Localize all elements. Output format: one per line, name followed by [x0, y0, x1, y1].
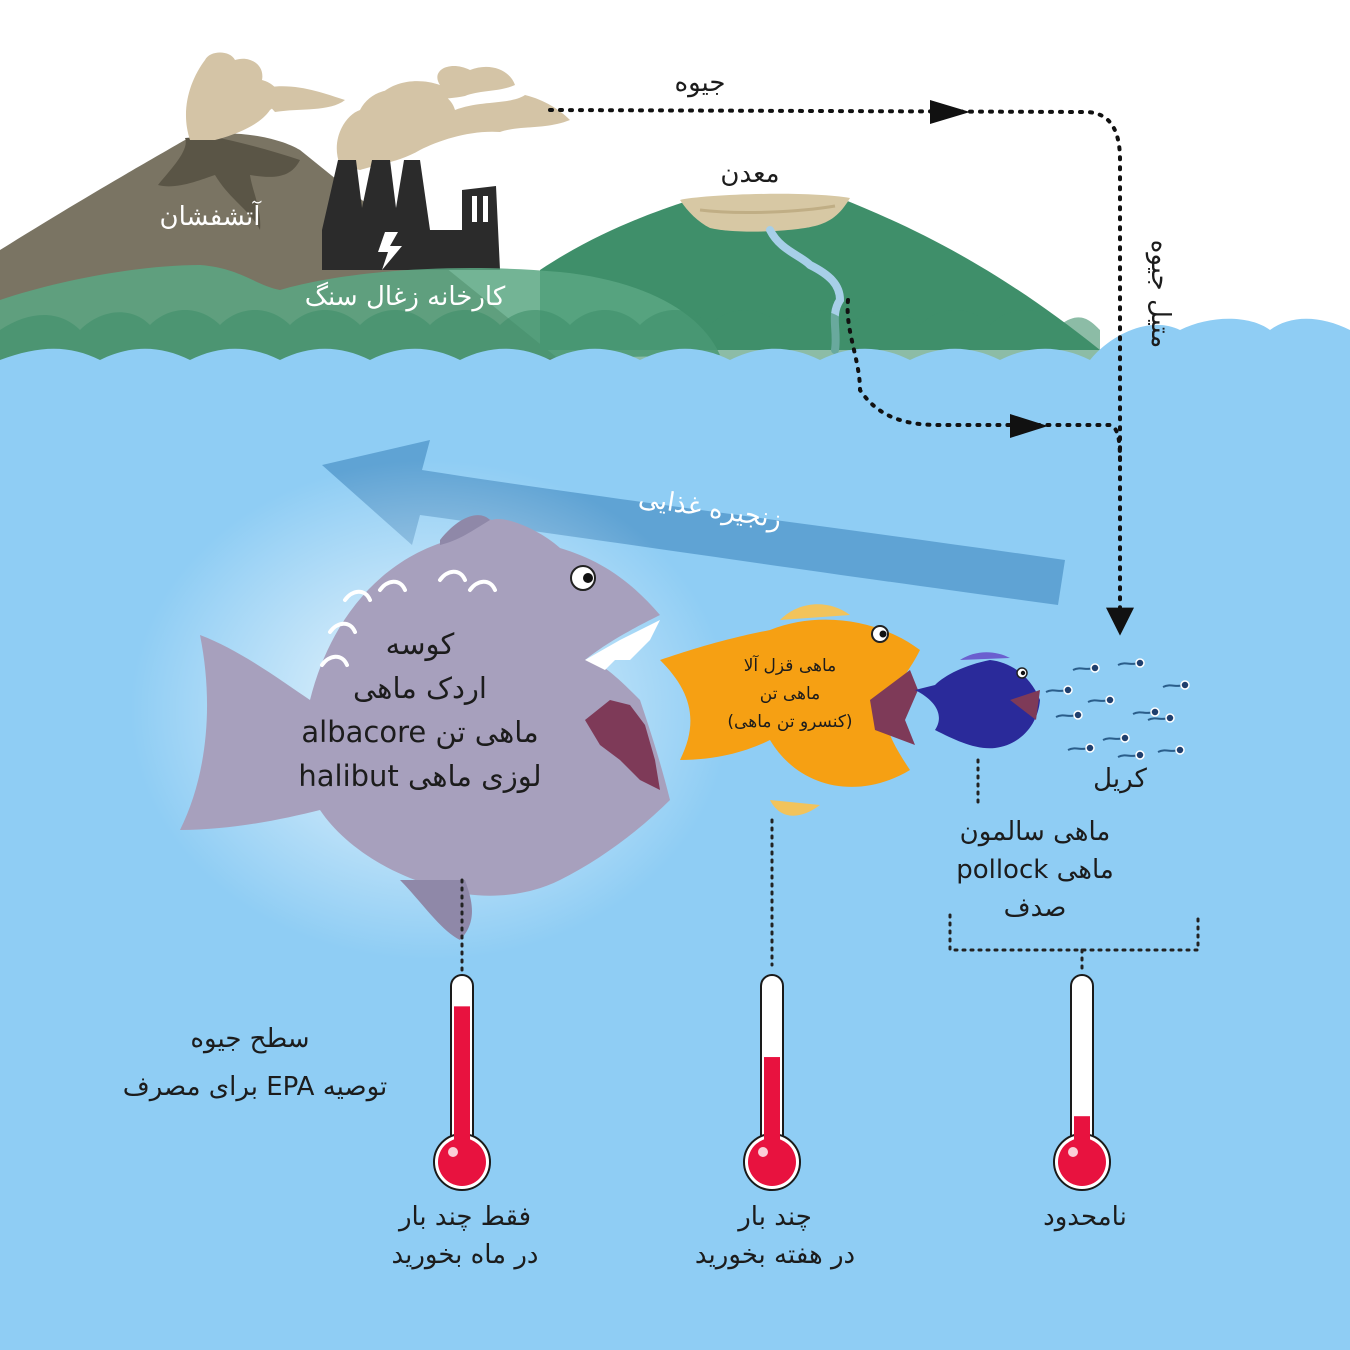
volcano-smoke	[185, 52, 345, 140]
lightning-icon	[378, 232, 402, 270]
thermometer-medium	[743, 974, 801, 1191]
mine-label: معدن	[720, 159, 780, 189]
advice-low: نامحدود	[1000, 1198, 1170, 1236]
coal-plant-label: کارخانه زغال سنگ	[304, 282, 506, 312]
species-salmon: ماهی سالمون	[959, 817, 1111, 847]
thermometer-low	[1053, 974, 1111, 1191]
big-fish	[130, 460, 730, 960]
advice-medium-line1: چند بار	[738, 1202, 812, 1232]
leader-lines	[460, 758, 1200, 972]
thermometers	[433, 974, 1111, 1191]
krill	[1147, 713, 1175, 723]
species-canned-tuna: (کنسرو تن ماهی)	[727, 712, 853, 732]
methylmercury-label: متیل جیوه	[1145, 239, 1175, 349]
factory-smoke	[336, 65, 570, 170]
mercury-label: جیوه	[674, 68, 726, 98]
krill	[1162, 680, 1190, 690]
species-albacore: ماهی تن albacore	[301, 715, 539, 749]
krill	[1067, 743, 1095, 753]
coal-factory	[322, 65, 570, 270]
atmospheric-mercury-path	[548, 108, 1134, 636]
big-fish-species-list: کوسه اردک ماهی ماهی تن albacore لوزی ماه…	[270, 622, 570, 798]
krill	[1102, 733, 1130, 743]
krill	[1117, 750, 1145, 760]
volcano-label: آتشفشان	[159, 202, 261, 232]
small-fish-species-list: ماهی سالمون ماهی pollock صدف	[925, 813, 1145, 927]
advice-medium: چند بار در هفته بخورید	[650, 1198, 900, 1274]
legend-subtitle: توصیه EPA برای مصرف	[122, 1072, 388, 1102]
advice-high: فقط چند بار در ماه بخورید	[340, 1198, 590, 1274]
krill	[1117, 658, 1145, 668]
krill-label: کریل	[1093, 764, 1147, 794]
species-clam: صدف	[1003, 893, 1067, 923]
advice-medium-line2: در هفته بخورید	[694, 1240, 856, 1270]
species-halibut: لوزی ماهی halibut	[298, 759, 542, 793]
thermometer-high	[433, 974, 491, 1191]
species-pollock: ماهی pollock	[956, 855, 1114, 885]
thermometer-fill-medium	[764, 1057, 780, 1160]
species-trout: ماهی قزل آلا	[743, 656, 837, 676]
advice-high-line2: در ماه بخورید	[391, 1240, 539, 1270]
medium-fish	[660, 604, 920, 816]
species-tuna: ماهی تن	[759, 684, 821, 704]
thermometer-fill-high	[454, 1006, 470, 1160]
krill	[1045, 685, 1073, 695]
species-shark: کوسه	[385, 627, 455, 661]
mercury-arrowhead-top	[930, 100, 970, 124]
mercury-flow-paths	[548, 108, 1134, 636]
advice-high-line1: فقط چند بار	[398, 1202, 532, 1232]
species-pike: اردک ماهی	[353, 671, 487, 705]
krill	[1055, 710, 1083, 720]
mercury-arrowhead-mid	[1010, 414, 1048, 438]
krill	[1087, 695, 1115, 705]
advice-low-line1: نامحدود	[1043, 1202, 1127, 1232]
legend-title: سطح جیوه	[190, 1024, 310, 1054]
krill	[1157, 745, 1185, 755]
medium-fish-species-list: ماهی قزل آلا ماهی تن (کنسرو تن ماهی)	[700, 652, 880, 736]
food-chain-arrow	[322, 440, 1065, 605]
krill	[1072, 663, 1100, 673]
small-fish	[915, 652, 1040, 749]
krill-swarm	[1045, 658, 1190, 760]
krill	[1132, 707, 1160, 717]
coastal-foam	[0, 265, 1100, 370]
